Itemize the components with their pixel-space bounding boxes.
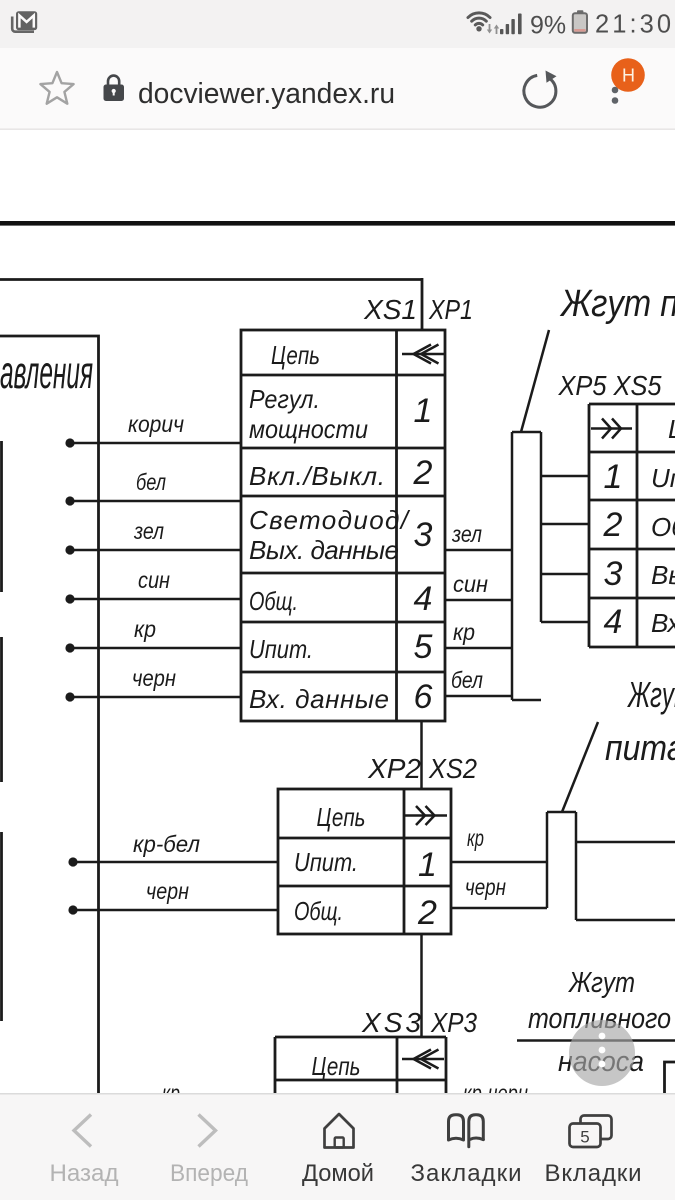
svg-text:бел: бел	[451, 667, 483, 693]
svg-text:Жгут пул: Жгут пул	[559, 283, 675, 325]
svg-text:кр-бел: кр-бел	[133, 831, 200, 857]
svg-text:кр: кр	[453, 619, 475, 645]
svg-text:Жгут: Жгут	[627, 674, 675, 715]
svg-text:4: 4	[604, 603, 623, 641]
svg-text:H: H	[622, 66, 635, 86]
svg-text:бел: бел	[136, 469, 166, 495]
svg-text:Цепь: Цепь	[312, 1051, 361, 1081]
svg-text:кр: кр	[134, 616, 156, 642]
svg-text:Вкладки: Вкладки	[545, 1160, 642, 1187]
svg-text:9%: 9%	[530, 12, 566, 40]
svg-text:XS1: XS1	[363, 294, 417, 325]
svg-text:корич: корич	[128, 411, 184, 437]
svg-text:Цепь: Цепь	[668, 414, 675, 444]
svg-text:черн: черн	[465, 874, 506, 900]
svg-text:6: 6	[414, 678, 433, 716]
svg-text:черн: черн	[132, 665, 176, 691]
svg-text:XP2: XP2	[367, 753, 421, 784]
svg-text:Uпит.: Uпит.	[294, 847, 358, 877]
svg-text:Домой: Домой	[302, 1160, 374, 1187]
svg-text:Uпит.: Uпит.	[651, 463, 675, 493]
svg-text:Uпит.: Uпит.	[249, 634, 313, 664]
svg-text:Вх. данные: Вх. данные	[651, 608, 675, 638]
svg-text:Общ.: Общ.	[249, 586, 298, 616]
svg-text:Регул.: Регул.	[249, 384, 320, 414]
svg-text:мощности: мощности	[249, 414, 368, 444]
svg-text:кр: кр	[162, 1080, 180, 1093]
svg-text:Цепь: Цепь	[317, 802, 366, 832]
svg-text:Общ.: Общ.	[294, 896, 343, 926]
svg-text:Цепь: Цепь	[271, 340, 320, 370]
svg-text:XP5 XS5: XP5 XS5	[558, 370, 662, 401]
svg-text:зел: зел	[451, 521, 482, 547]
svg-text:кр-черн: кр-черн	[463, 1080, 528, 1093]
svg-text:зел: зел	[133, 518, 164, 544]
svg-text:1: 1	[604, 458, 623, 496]
svg-text:Вперед: Вперед	[170, 1160, 248, 1187]
svg-text:Жгут: Жгут	[567, 967, 635, 999]
svg-text:4: 4	[414, 580, 433, 618]
svg-text:XS3: XS3	[361, 1007, 421, 1038]
svg-text:XP1: XP1	[428, 294, 473, 325]
svg-text:XS2: XS2	[428, 753, 477, 784]
svg-text:5: 5	[580, 1128, 589, 1147]
svg-text:3: 3	[604, 555, 623, 593]
svg-text:2: 2	[413, 454, 433, 492]
svg-text:Вкл./Выкл.: Вкл./Выкл.	[249, 461, 385, 491]
svg-text:Светодиод/: Светодиод/	[249, 505, 411, 535]
svg-text:черн: черн	[146, 878, 189, 904]
svg-text:Вх. данные: Вх. данные	[249, 684, 389, 714]
svg-text:2: 2	[417, 894, 437, 932]
svg-text:1: 1	[414, 392, 433, 430]
svg-text:син: син	[453, 571, 488, 597]
svg-text:3: 3	[414, 516, 433, 554]
svg-text:2: 2	[603, 506, 623, 544]
svg-text:Общ.: Общ.	[651, 512, 675, 542]
svg-text:Назад: Назад	[50, 1160, 119, 1187]
svg-text:Вых. данные: Вых. данные	[249, 535, 399, 565]
svg-text:Вых. данные: Вых. данные	[651, 560, 675, 590]
svg-text:21:30: 21:30	[595, 11, 671, 39]
svg-text:син: син	[138, 567, 170, 593]
svg-text:1: 1	[418, 846, 437, 884]
svg-text:5: 5	[414, 628, 433, 666]
svg-text:docviewer.yandex.ru: docviewer.yandex.ru	[138, 78, 395, 110]
svg-text:питания: питания	[605, 727, 675, 768]
svg-text:кр: кр	[467, 825, 484, 851]
svg-text:Закладки: Закладки	[411, 1160, 522, 1187]
svg-text:XP3: XP3	[430, 1007, 477, 1038]
svg-text:авления: авления	[0, 346, 93, 398]
